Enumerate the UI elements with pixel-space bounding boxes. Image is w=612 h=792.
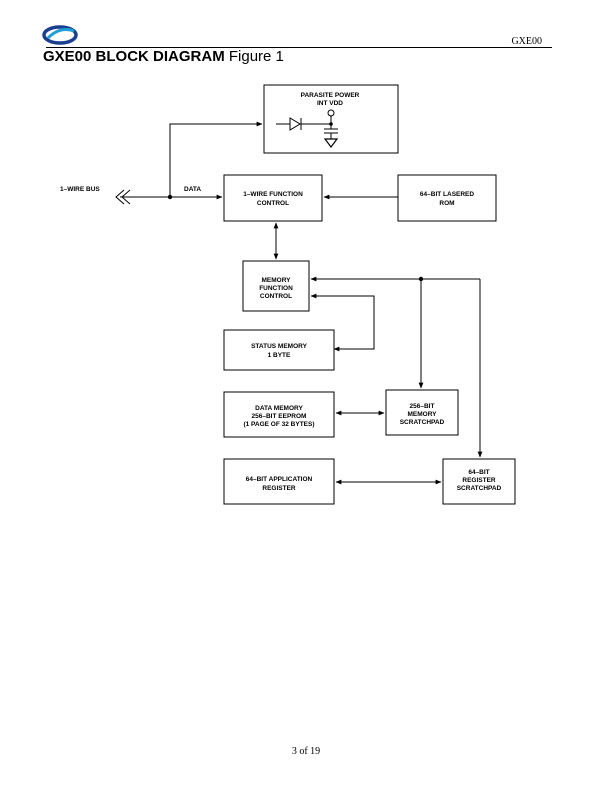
company-logo: [42, 25, 78, 45]
register-scratchpad-box: [442, 458, 516, 505]
wire-function-control-box: [223, 174, 323, 222]
memory-scratchpad-label-2: MEMORY: [407, 411, 437, 418]
memory-scratchpad-box: [385, 389, 459, 436]
app-register-label-2: REGISTER: [262, 485, 296, 492]
vdd-terminal-icon: [327, 109, 335, 117]
status-to-memfunc-line: [310, 293, 375, 352]
page-title: GXE00 BLOCK DIAGRAM Figure 1: [43, 48, 284, 65]
vdd-junction-dot: [329, 122, 333, 126]
memory-function-label-2: FUNCTION: [259, 285, 293, 292]
data-memory-label-2: 256–BIT EEPROM: [252, 413, 307, 420]
page-number: 3 of 19: [291, 746, 321, 757]
parasite-power-label-1: PARASITE POWER: [301, 92, 360, 99]
status-memory-label-2: 1 BYTE: [268, 352, 291, 359]
lasered-rom-box: [397, 174, 497, 222]
status-memory-box: [223, 329, 335, 371]
bus-label: 1–WIRE BUS: [60, 186, 100, 193]
ground-icon: [323, 138, 339, 148]
diode-icon: [276, 117, 331, 131]
header-rule: [46, 47, 552, 48]
data-memory-box: [223, 391, 335, 438]
memory-function-label-3: CONTROL: [260, 293, 292, 300]
bus-to-parasite-line: [169, 121, 263, 197]
register-scratchpad-label-3: SCRATCHPAD: [457, 485, 502, 492]
parasite-power-label-2: INT VDD: [317, 100, 343, 107]
data-memory-label-1: DATA MEMORY: [255, 405, 303, 412]
data-memory-label-3: (1 PAGE OF 32 BYTES): [243, 421, 314, 428]
memory-function-control-box: [242, 260, 310, 312]
register-scratchpad-label-2: REGISTER: [462, 477, 496, 484]
title-figure: Figure 1: [228, 48, 284, 65]
memory-scratchpad-label-3: SCRATCHPAD: [400, 419, 445, 426]
lasered-rom-label-1: 64–BIT LASERED: [420, 191, 474, 198]
memory-scratchpad-label-1: 256–BIT: [410, 403, 435, 410]
status-memory-label-1: STATUS MEMORY: [251, 343, 308, 350]
lasered-rom-label-2: ROM: [439, 200, 454, 207]
wire-function-label-2: CONTROL: [257, 200, 289, 207]
data-label: DATA: [184, 186, 201, 193]
memory-function-label-1: MEMORY: [261, 277, 291, 284]
header-doc-id: GXE00: [511, 36, 542, 47]
title-bold: GXE00 BLOCK DIAGRAM: [43, 48, 225, 65]
register-scratchpad-label-1: 64–BIT: [468, 469, 489, 476]
capacitor-icon: [324, 128, 338, 139]
app-register-box: [223, 458, 335, 505]
wire-function-label-1: 1–WIRE FUNCTION: [243, 191, 303, 198]
app-register-label-1: 64–BIT APPLICATION: [246, 476, 313, 483]
